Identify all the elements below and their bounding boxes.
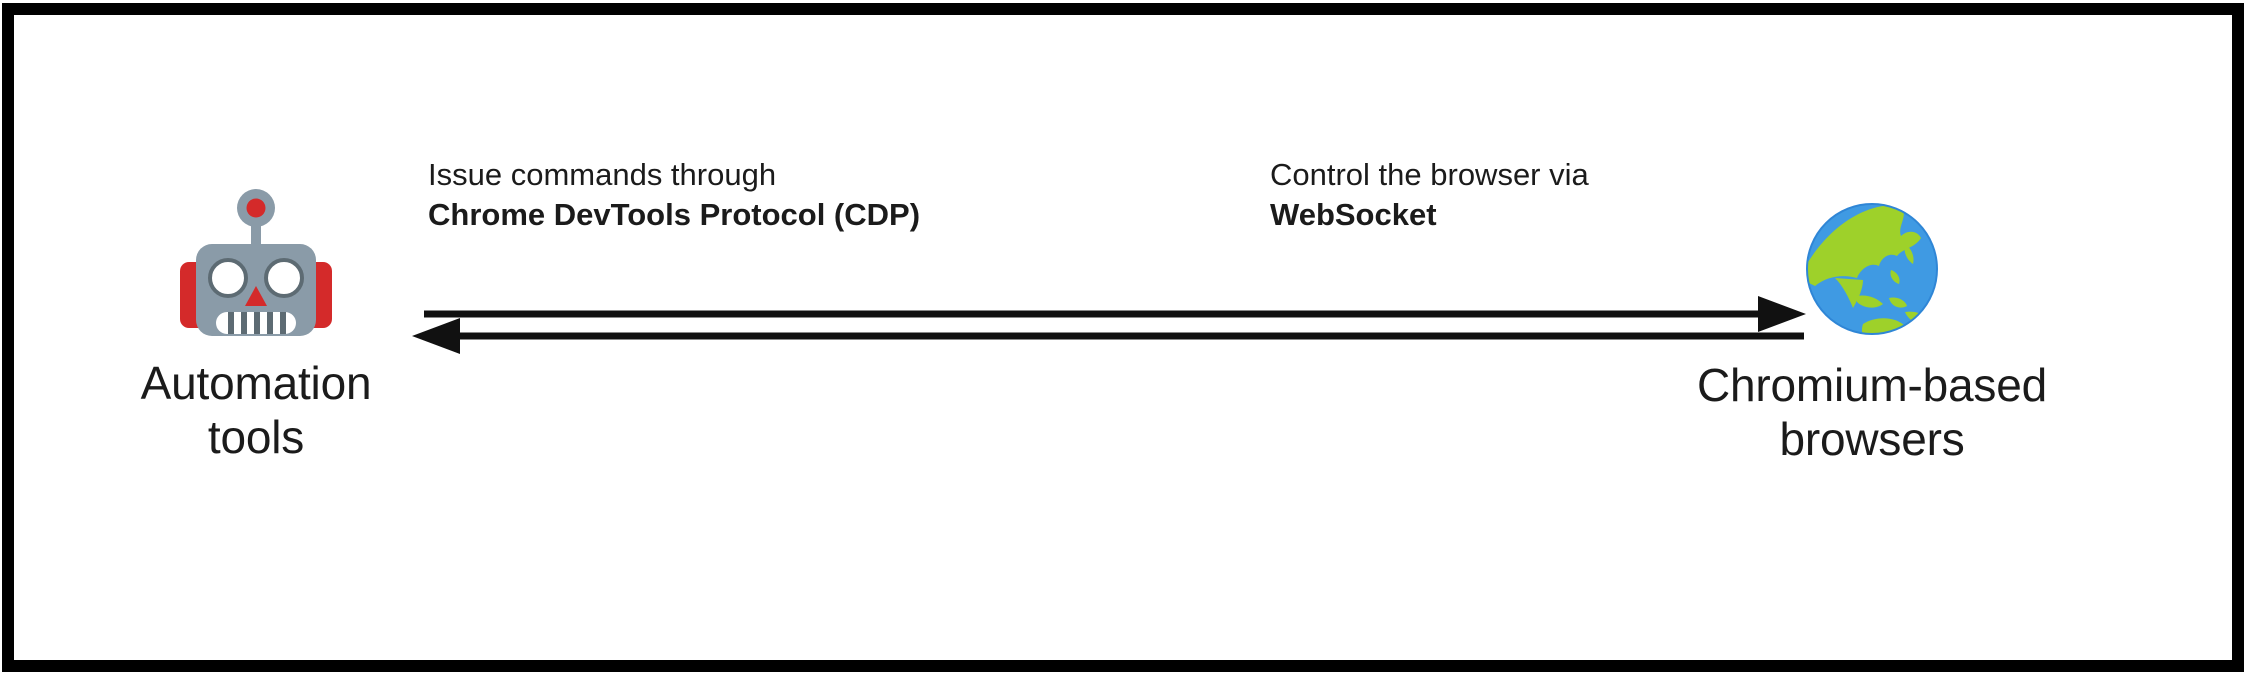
node-automation-tools-label-line-1: Automation [140, 357, 372, 409]
globe-asia-icon [1806, 203, 1938, 335]
edge-label-control-line-1: Control the browser via [1270, 157, 1589, 192]
arrow-right-to-left [412, 318, 1804, 354]
connector-arrows [412, 296, 1806, 354]
edge-label-control: Control the browser via WebSocket [1270, 155, 1589, 234]
arrow-left-to-right [424, 296, 1806, 332]
edge-label-commands: Issue commands through Chrome DevTools P… [428, 155, 920, 234]
edge-label-control-line-2: WebSocket [1270, 196, 1437, 232]
robot-icon-wrapper [96, 186, 416, 336]
node-automation-tools: Automation tools [96, 186, 416, 465]
robot-icon [180, 189, 332, 336]
node-chromium-browsers: Chromium-based browsers [1612, 186, 2132, 467]
node-chromium-browsers-label: Chromium-based browsers [1612, 358, 2132, 467]
node-chromium-browsers-label-line-1: Chromium-based [1697, 359, 2047, 411]
edge-label-commands-line-1: Issue commands through [428, 157, 777, 192]
edge-label-commands-line-2: Chrome DevTools Protocol (CDP) [428, 196, 921, 232]
node-automation-tools-label-line-2: tools [207, 411, 305, 464]
globe-asia-icon-wrapper [1612, 186, 2132, 336]
node-chromium-browsers-label-line-2: browsers [1779, 413, 1965, 466]
node-automation-tools-label: Automation tools [96, 356, 416, 465]
